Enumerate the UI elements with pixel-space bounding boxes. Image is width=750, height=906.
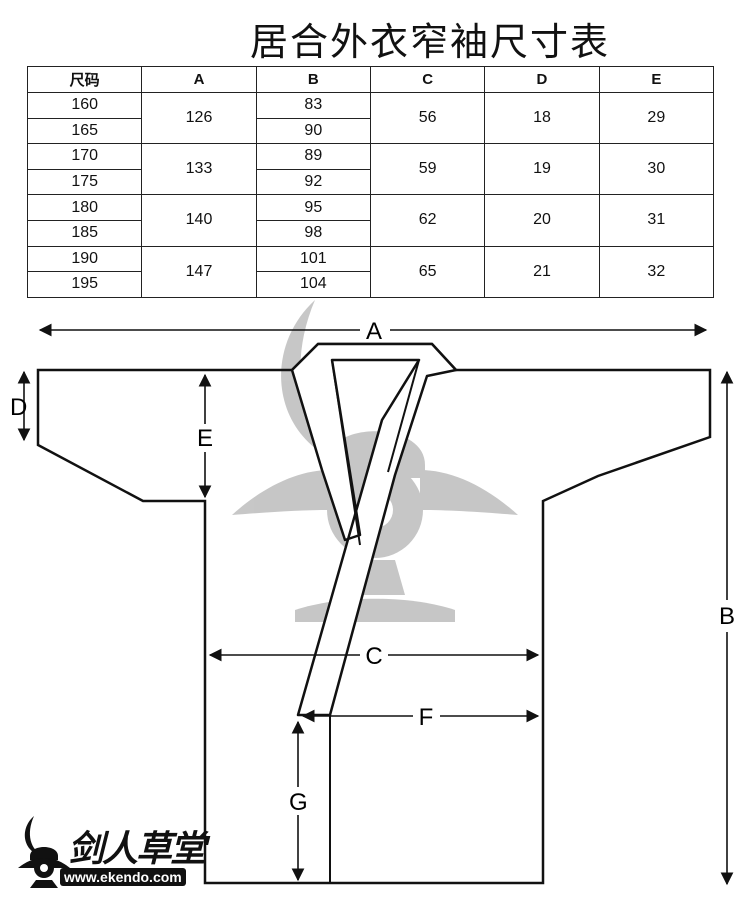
table-row: 170 133 89 59 19 30: [26, 143, 715, 196]
header-d: D: [484, 66, 600, 93]
table-row: 195 104: [26, 271, 714, 298]
size-cell: 160: [26, 92, 143, 119]
d-cell: 21: [484, 245, 600, 298]
e-cell: 32: [598, 245, 715, 298]
label-c: C: [365, 643, 382, 670]
c-cell: 56: [369, 91, 486, 145]
label-f: F: [419, 704, 434, 731]
size-cell: 165: [26, 117, 143, 145]
table-header-row: 尺码 A B C D E: [26, 66, 715, 93]
size-cell: 190: [26, 245, 143, 273]
label-a: A: [366, 318, 382, 345]
collar-inner-lines: [329, 359, 420, 883]
b-cell: 98: [255, 219, 371, 247]
b-cell: 89: [255, 143, 371, 170]
label-b: B: [719, 603, 735, 630]
table-row: 180 140 95 62 20 31: [26, 194, 715, 247]
dimension-g: G: [289, 720, 308, 882]
kabuto-icon: [18, 816, 70, 888]
table-row: 165 90: [26, 117, 714, 145]
dimension-b: B: [719, 370, 735, 886]
dimension-f: F: [301, 704, 540, 731]
brand-url: www.ekendo.com: [60, 868, 186, 886]
b-cell: 101: [255, 245, 371, 273]
d-cell: 19: [484, 143, 600, 196]
c-cell: 65: [369, 245, 486, 298]
b-cell: 104: [255, 271, 371, 298]
brand-logo: 剑人草堂 www.ekendo.com: [10, 812, 206, 892]
e-cell: 31: [598, 194, 715, 247]
page-title: 居合外衣窄袖尺寸表: [250, 20, 611, 64]
a-cell: 133: [141, 143, 257, 196]
collar-band: [290, 342, 458, 717]
table-row: 190 147 101 65 21 32: [26, 245, 715, 298]
label-e: E: [197, 425, 213, 452]
e-cell: 29: [598, 91, 715, 145]
size-cell: 170: [26, 143, 143, 170]
dimension-a: A: [38, 318, 708, 345]
header-size: 尺码: [26, 66, 143, 93]
header-c: C: [369, 66, 486, 93]
dimension-c: C: [208, 643, 540, 670]
c-cell: 59: [369, 143, 486, 196]
label-d: D: [10, 394, 27, 421]
a-cell: 140: [141, 194, 257, 247]
size-chart-table: 尺码 A B C D E 160 126 83 56 18 29 165 90 …: [26, 66, 715, 298]
a-cell: 147: [141, 245, 257, 298]
label-g: G: [289, 789, 308, 816]
dimension-d: D: [10, 370, 31, 442]
header-e: E: [598, 66, 715, 93]
size-cell: 195: [26, 271, 143, 298]
e-cell: 30: [598, 143, 715, 196]
b-cell: 90: [255, 117, 371, 145]
dimension-e: E: [197, 373, 213, 499]
table-row: 185 98: [26, 219, 714, 247]
header-b: B: [255, 66, 371, 93]
brand-text: 剑人草堂: [68, 828, 206, 870]
d-cell: 18: [484, 91, 600, 145]
